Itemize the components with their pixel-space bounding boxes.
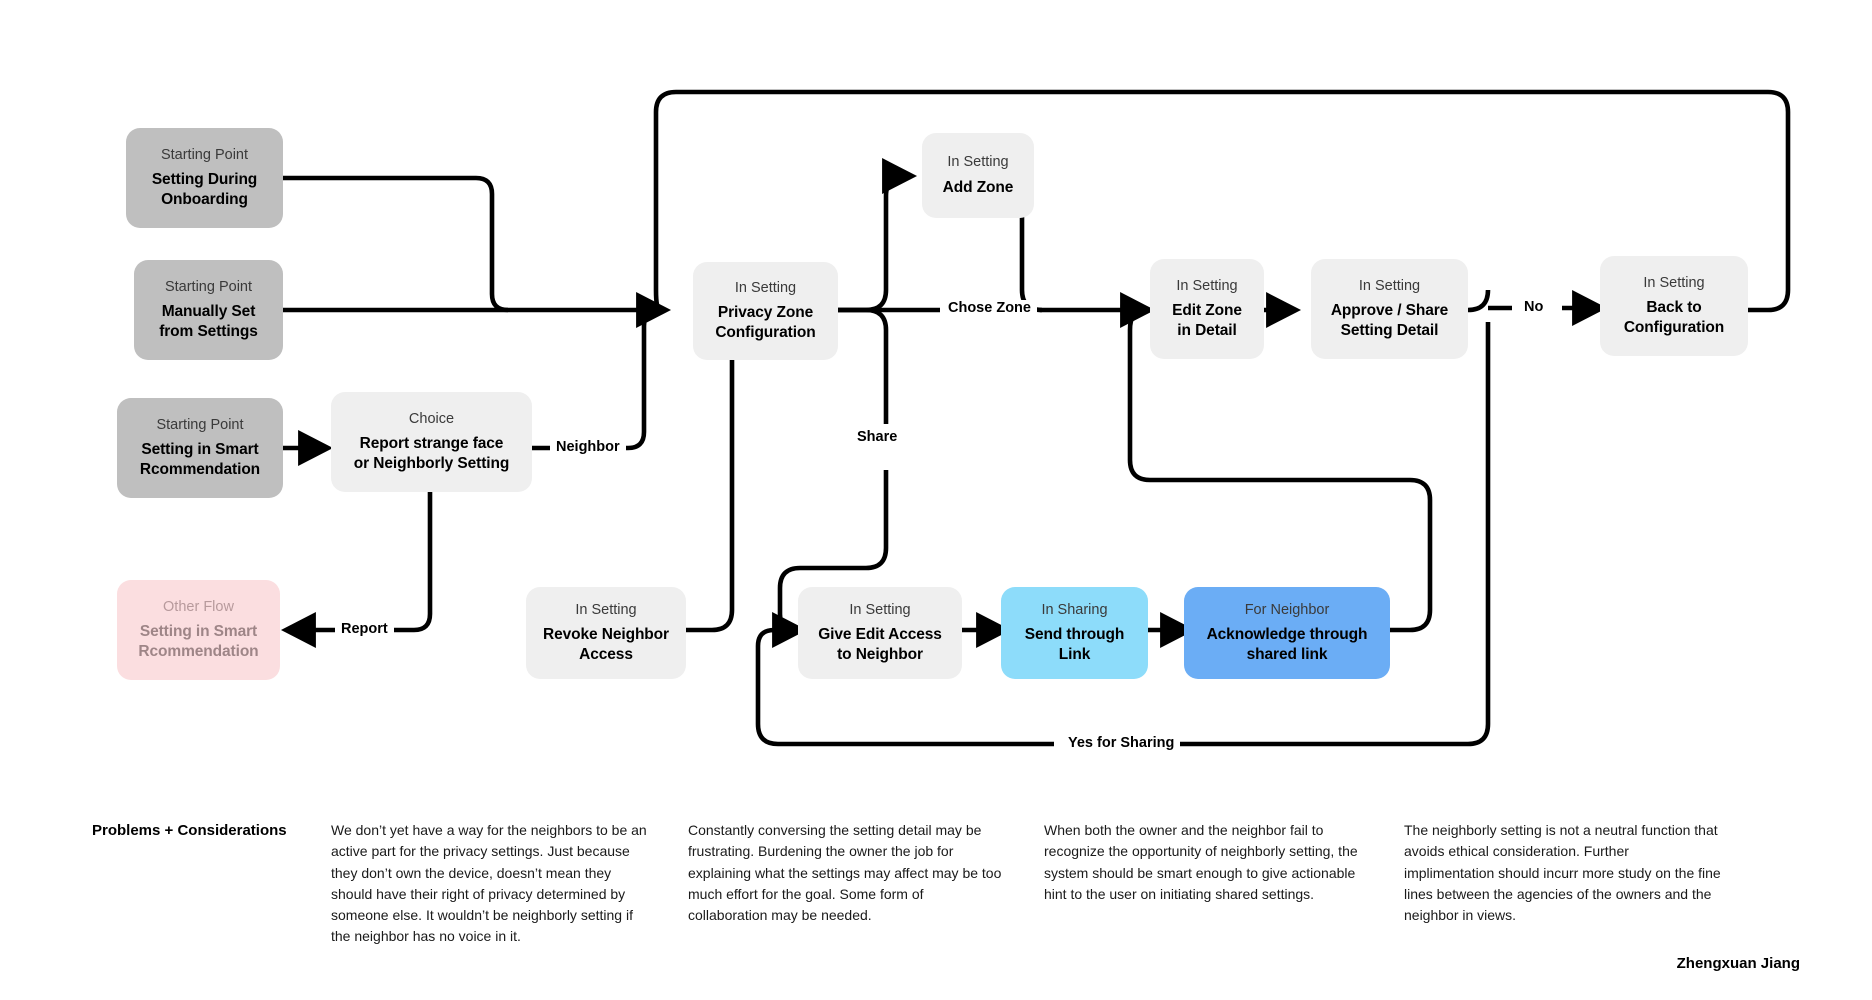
- node-kicker: For Neighbor: [1244, 601, 1330, 618]
- node-title: Setting During Onboarding: [151, 171, 258, 209]
- edge-label-no: No: [1518, 299, 1550, 315]
- node-title: Acknowledge through shared link: [1206, 626, 1368, 664]
- node-title: Approve / Share Setting Detail: [1330, 302, 1449, 340]
- consideration-note-2: Constantly conversing the setting detail…: [688, 822, 1002, 924]
- node-title: Add Zone: [942, 178, 1014, 196]
- node-kicker: Starting Point: [164, 278, 253, 295]
- node-give-edit-access-to-neighbor[interactable]: In Setting Give Edit Access to Neighbor: [798, 587, 962, 679]
- node-title: Setting in Smart Rcommendation: [138, 623, 259, 661]
- node-title: Privacy Zone Configuration: [715, 304, 816, 342]
- node-edit-zone-in-detail[interactable]: In Setting Edit Zone in Detail: [1150, 259, 1264, 359]
- node-title: Manually Set from Settings: [159, 303, 258, 341]
- node-kicker: Starting Point: [156, 416, 244, 433]
- node-send-through-link[interactable]: In Sharing Send through Link: [1001, 587, 1148, 679]
- node-title: Setting in Smart Rcommendation: [139, 441, 261, 479]
- node-choice-report-or-neighborly[interactable]: Choice Report strange face or Neighborly…: [331, 392, 532, 492]
- node-kicker: In Setting: [947, 154, 1009, 171]
- node-title: Revoke Neighbor Access: [543, 626, 669, 664]
- consideration-note-1: We don’t yet have a way for the neighbor…: [331, 822, 647, 945]
- node-title: Report strange face or Neighborly Settin…: [353, 435, 510, 473]
- consideration-note-4: The neighborly setting is not a neutral …: [1404, 822, 1721, 924]
- node-manually-set-from-settings[interactable]: Starting Point Manually Set from Setting…: [134, 260, 283, 360]
- node-back-to-configuration[interactable]: In Setting Back to Configuration: [1600, 256, 1748, 356]
- node-kicker: In Setting: [1643, 274, 1705, 291]
- edge-label-share: Share: [851, 429, 904, 445]
- node-setting-during-onboarding[interactable]: Starting Point Setting During Onboarding: [126, 128, 283, 228]
- node-title: Send through Link: [1024, 626, 1125, 664]
- node-add-zone[interactable]: In Setting Add Zone: [922, 133, 1034, 218]
- consideration-note-3: When both the owner and the neighbor fai…: [1044, 822, 1358, 902]
- node-title: Back to Configuration: [1623, 299, 1725, 337]
- author-signature: Zhengxuan Jiang: [1676, 955, 1800, 972]
- node-kicker: In Setting: [849, 601, 911, 618]
- footer-section-title: Problems + Considerations: [92, 822, 287, 839]
- node-kicker: In Setting: [1358, 277, 1421, 294]
- edge-label-chose-zone: Chose Zone: [942, 300, 1037, 316]
- node-title: Edit Zone in Detail: [1172, 302, 1242, 340]
- edge-label-yes-for-sharing: Yes for Sharing: [1062, 735, 1181, 751]
- node-revoke-neighbor-access[interactable]: In Setting Revoke Neighbor Access: [526, 587, 686, 679]
- node-kicker: Other Flow: [163, 598, 234, 615]
- node-kicker: In Setting: [734, 279, 797, 296]
- node-kicker: Starting Point: [160, 146, 249, 163]
- node-setting-in-smart-recommendation[interactable]: Starting Point Setting in Smart Rcommend…: [117, 398, 283, 498]
- edge-label-report: Report: [335, 621, 394, 637]
- node-kicker: Choice: [408, 410, 455, 427]
- edge-label-neighbor: Neighbor: [550, 439, 626, 455]
- node-approve-share-setting-detail[interactable]: In Setting Approve / Share Setting Detai…: [1311, 259, 1468, 359]
- node-privacy-zone-configuration[interactable]: In Setting Privacy Zone Configuration: [693, 262, 838, 360]
- node-acknowledge-through-shared-link[interactable]: For Neighbor Acknowledge through shared …: [1184, 587, 1390, 679]
- node-other-flow-smart-recommendation[interactable]: Other Flow Setting in Smart Rcommendatio…: [117, 580, 280, 680]
- node-kicker: In Setting: [575, 601, 637, 618]
- node-kicker: In Sharing: [1041, 601, 1108, 618]
- node-kicker: In Setting: [1176, 277, 1238, 294]
- node-title: Give Edit Access to Neighbor: [818, 626, 942, 664]
